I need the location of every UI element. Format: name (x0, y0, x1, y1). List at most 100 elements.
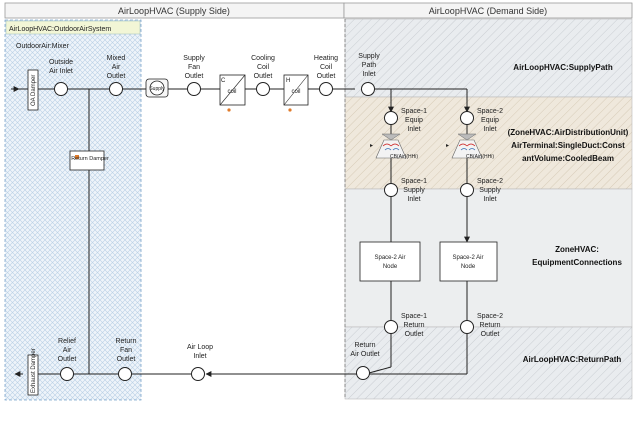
terminal-label-line1: (ZoneHVAC:AirDistributionUnit) (508, 128, 629, 137)
cooling-coil-label: coil (227, 89, 236, 95)
exhaust-damper-label: Exhaust Damper (31, 348, 37, 393)
label-return-air-2: Air Outlet (350, 351, 379, 358)
return-path-label: AirLoopHVAC:ReturnPath (523, 355, 622, 364)
label-relief-2: Air (63, 347, 72, 354)
oa-system-title: AirLoopHVAC:OutdoorAirSystem (9, 26, 111, 33)
oa-mixer-label: OutdoorAir:Mixer (16, 43, 70, 50)
label-return-fan-2: Fan (120, 347, 132, 354)
supply-side-header: AirLoopHVAC (Supply Side) (4, 2, 345, 19)
oa-damper: OA Damper (27, 69, 39, 111)
node-heating-coil-outlet (319, 82, 333, 96)
label-sp-2: Path (362, 62, 377, 69)
cooled-beam-2-label: CB(Air)(HHi) (466, 154, 494, 160)
cooled-beam-1: ▸ CB(Air)(HHi) (370, 133, 418, 160)
label-s1-return-1: Space-1 (401, 313, 427, 320)
label-sp-3: Inlet (362, 71, 375, 78)
zone-node-2-line2: Node (461, 264, 476, 270)
exhaust-damper: Exhaust Damper (27, 348, 39, 396)
zone-node-1-line1: Space-2 Air (374, 255, 405, 261)
node-space2-supply-inlet (460, 183, 474, 197)
label-outside-air-1: Outside (49, 59, 73, 66)
oa-damper-label: OA Damper (31, 75, 37, 106)
node-outside-air-inlet (54, 82, 68, 96)
supply-path-label: AirLoopHVAC:SupplyPath (513, 63, 613, 72)
label-relief-3: Outlet (58, 356, 77, 363)
label-fan-3: Outlet (185, 73, 204, 80)
label-s2-equip-3: Inlet (483, 126, 496, 133)
zone-node-box-2: Space-2 Air Node (439, 241, 498, 282)
return-path-region (344, 326, 633, 400)
node-space1-equip-inlet (384, 111, 398, 125)
node-cooling-coil-outlet (256, 82, 270, 96)
equipment-label-line1: ZoneHVAC: (555, 245, 599, 254)
label-s2-return-3: Outlet (481, 331, 500, 338)
node-mixed-air-outlet (109, 82, 123, 96)
node-circles (54, 82, 474, 381)
equipment-label-line2: EquipmentConnections (532, 258, 622, 267)
label-sp-1: Supply (358, 53, 380, 60)
label-return-fan-3: Outlet (117, 356, 136, 363)
cooling-coil: coil C (219, 74, 246, 112)
label-hc-1: Heating (314, 55, 338, 62)
label-mixed-2: Air (112, 64, 121, 71)
label-s1-equip-1: Space-1 (401, 108, 427, 115)
label-cc-1: Cooling (251, 55, 275, 62)
label-s2-supply-2: Supply (479, 187, 501, 194)
svg-text:▸: ▸ (446, 143, 449, 149)
label-relief-1: Relief (58, 338, 76, 345)
label-s2-equip-1: Space-2 (477, 108, 503, 115)
node-air-loop-inlet (191, 367, 205, 381)
label-s1-equip-3: Inlet (407, 126, 420, 133)
equipment-label: ZoneHVAC: EquipmentConnections (532, 245, 622, 267)
label-s2-return-1: Space-2 (477, 313, 503, 320)
supply-side-title: AirLoopHVAC (Supply Side) (118, 6, 230, 16)
node-supply-fan-outlet (187, 82, 201, 96)
label-air-loop-2: Inlet (193, 353, 206, 360)
node-return-fan-outlet (118, 367, 132, 381)
demand-side-regions (344, 18, 633, 400)
label-s1-return-3: Outlet (405, 331, 424, 338)
label-fan-2: Fan (188, 64, 200, 71)
label-hc-3: Outlet (317, 73, 336, 80)
label-s1-equip-2: Equip (405, 117, 423, 124)
supply-fan: Supply (145, 78, 169, 98)
zone-node-1-line2: Node (383, 264, 398, 270)
label-s2-supply-1: Space-2 (477, 178, 503, 185)
label-hc-2: Coil (320, 64, 333, 71)
node-labels: Outside Air Inlet Mixed Air Outlet Suppl… (49, 53, 503, 363)
node-space2-equip-inlet (460, 111, 474, 125)
zone-node-2-line1: Space-2 Air (452, 255, 483, 261)
cooled-beam-2: ▸ CB(Air)(HHi) (446, 133, 494, 160)
label-s2-equip-2: Equip (481, 117, 499, 124)
heating-coil-mark: H (286, 78, 290, 84)
node-return-air-outlet (356, 366, 370, 380)
label-cc-2: Coil (257, 64, 270, 71)
terminal-label-line3: antVolume:CooledBeam (522, 154, 614, 163)
heating-coil: coil H (283, 74, 309, 112)
label-air-loop-1: Air Loop (187, 344, 213, 351)
node-space2-return-outlet (460, 320, 474, 334)
svg-text:▸: ▸ (370, 143, 373, 149)
heating-coil-label: coil (291, 89, 300, 95)
supply-fan-label: Supply (149, 86, 165, 92)
supply-path-region (344, 18, 633, 98)
terminal-label-line2: AirTerminal:SingleDuct:Const (511, 141, 625, 150)
label-cc-3: Outlet (254, 73, 273, 80)
node-relief-air-outlet (60, 367, 74, 381)
label-return-air-1: Return (354, 342, 375, 349)
node-space1-supply-inlet (384, 183, 398, 197)
label-return-fan-1: Return (115, 338, 136, 345)
label-mixed-3: Outlet (107, 73, 126, 80)
label-mixed-1: Mixed (107, 55, 126, 62)
node-space1-return-outlet (384, 320, 398, 334)
return-damper-label: Return Damper (71, 156, 109, 162)
label-s1-supply-2: Supply (403, 187, 425, 194)
label-s1-return-2: Return (403, 322, 424, 329)
label-s2-return-2: Return (479, 322, 500, 329)
label-s1-supply-1: Space-1 (401, 178, 427, 185)
label-outside-air-2: Air Inlet (49, 68, 73, 75)
return-damper: Return Damper (69, 150, 109, 171)
node-supply-path-inlet (361, 82, 375, 96)
terminal-label: (ZoneHVAC:AirDistributionUnit) AirTermin… (508, 128, 629, 163)
